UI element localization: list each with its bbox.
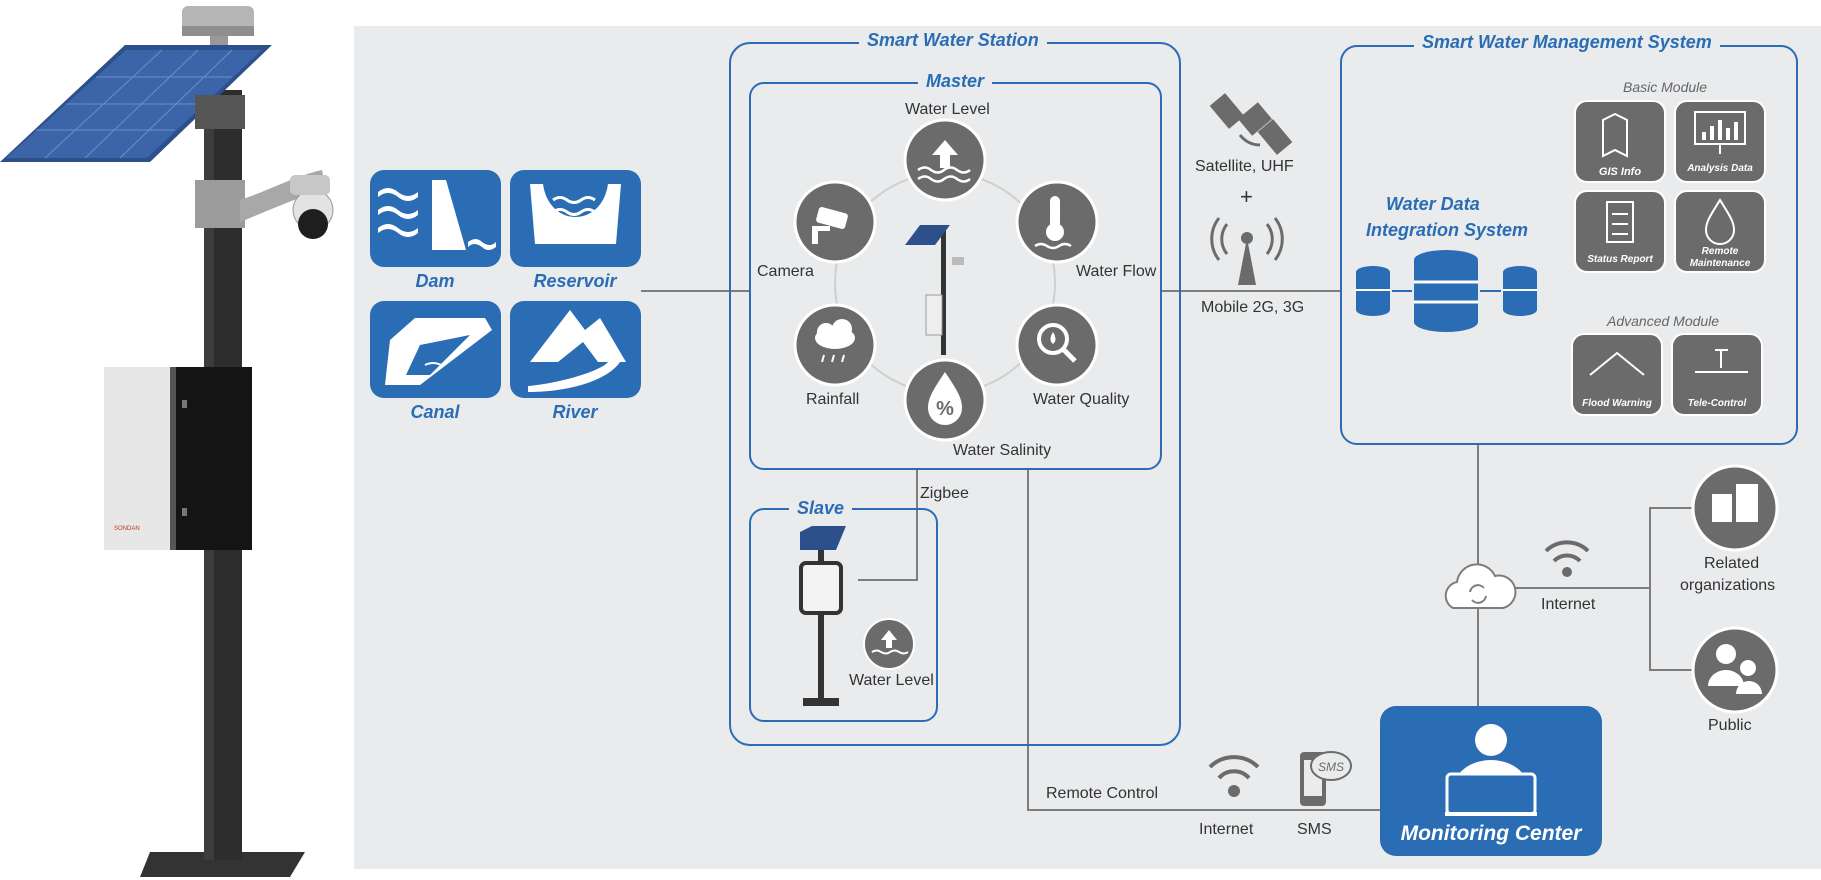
connection-lines [641,290,1693,811]
camera-icon [793,180,877,264]
database-main-icon [1414,250,1478,332]
slave-title: Slave [789,498,853,519]
master-title: Master [918,71,993,92]
smart-water-station-pole: SONDAN [0,6,334,877]
rainfall-label: Rainfall [806,391,860,408]
cell-tower-icon [1210,217,1284,285]
canal-label: Canal [410,402,460,422]
brand-logo-text: SONDAN [114,526,140,532]
related-label-line2: organizations [1680,577,1776,594]
flood-warning-tile [1571,333,1663,416]
wifi-dot-bottom [1228,785,1240,797]
rainfall-icon [793,303,877,387]
river-icon [528,310,626,392]
sms-bubble-text: SMS [1318,760,1344,774]
plus-label: + [1240,184,1253,209]
public-label: Public [1708,717,1752,734]
tele-control-tile [1671,333,1763,416]
water-quality-label: Water Quality [1033,391,1130,408]
database-right-icon [1503,266,1537,316]
water-flow-icon [1015,180,1099,264]
sms-label: SMS [1297,821,1332,838]
dam-label: Dam [415,271,455,291]
public-users-icon [1691,626,1779,714]
related-label-line1: Related [1704,555,1760,572]
database-icons [1356,250,1537,332]
water-salinity-label: Water Salinity [953,442,1052,459]
reservoir-icon [530,184,621,244]
wifi-dot-right [1562,567,1572,577]
smart-water-station-title: Smart Water Station [859,30,1047,51]
management-system-title: Smart Water Management System [1414,32,1720,53]
analysis-data-tile [1674,100,1766,183]
tele-valve-icon [1695,349,1748,373]
wifi-icon-right [1544,540,1590,563]
integration-line2: Integration System [1366,220,1529,240]
gis-map-icon [1602,112,1628,158]
internet-bottom-label: Internet [1199,821,1254,838]
slave-water-level-label: Water Level [849,672,934,689]
basic-module-title: Basic Module [1623,79,1708,95]
river-label: River [552,402,598,422]
percent-glyph: % [936,398,954,420]
maintenance-label: Maintenance [1689,258,1751,269]
river-tile [510,301,641,398]
analysis-bars [1702,120,1738,140]
remote-maintenance-tile [1674,190,1766,273]
water-level-icon [903,118,987,202]
database-left-icon [1356,266,1390,316]
advanced-module-title: Advanced Module [1607,313,1720,329]
master-device-illustration [905,225,964,355]
water-flow-label: Water Flow [1076,263,1157,280]
analysis-chart-icon [1694,111,1746,154]
gis-info-label: GIS Info [1598,166,1642,178]
sms-phone-icon [1300,751,1352,806]
remote-control-label: Remote Control [1046,785,1159,802]
flood-warning-label: Flood Warning [1582,398,1652,409]
water-salinity-icon [903,358,987,442]
remote-drop-icon [1704,198,1736,245]
camera-label: Camera [757,263,814,280]
dam-icon [378,180,496,250]
related-organizations-icon [1691,464,1779,552]
tele-control-label: Tele-Control [1687,398,1747,409]
cloud-sync-icon [1444,563,1517,609]
flood-house-icon [1589,351,1645,376]
mobile-label: Mobile 2G, 3G [1201,299,1305,316]
slave-water-level-icon [863,618,915,670]
internet-right-label: Internet [1541,596,1596,613]
integration-line1: Water Data [1386,194,1480,214]
water-quality-icon [1015,303,1099,387]
module-tiles [1571,100,1766,416]
monitoring-center-box [1380,706,1602,856]
gis-info-tile [1574,100,1666,183]
satellite-icon [1209,93,1293,155]
master-sensor-icons: % [793,118,1099,442]
analysis-data-label: Analysis Data [1687,163,1753,174]
status-clipboard-icon [1606,201,1634,243]
reservoir-label: Reservoir [533,271,617,291]
zigbee-label: Zigbee [920,485,969,502]
slave-device-illustration [799,526,846,706]
remote-label: Remote [1701,246,1739,257]
satellite-label: Satellite, UHF [1195,158,1294,175]
monitoring-center-label: Monitoring Center [1400,822,1582,845]
status-report-label: Status Report [1587,254,1653,265]
wifi-icon-bottom [1208,755,1260,780]
status-report-tile [1574,190,1666,273]
source-tiles [370,170,641,398]
water-level-label: Water Level [905,101,990,118]
canal-icon [385,318,492,385]
